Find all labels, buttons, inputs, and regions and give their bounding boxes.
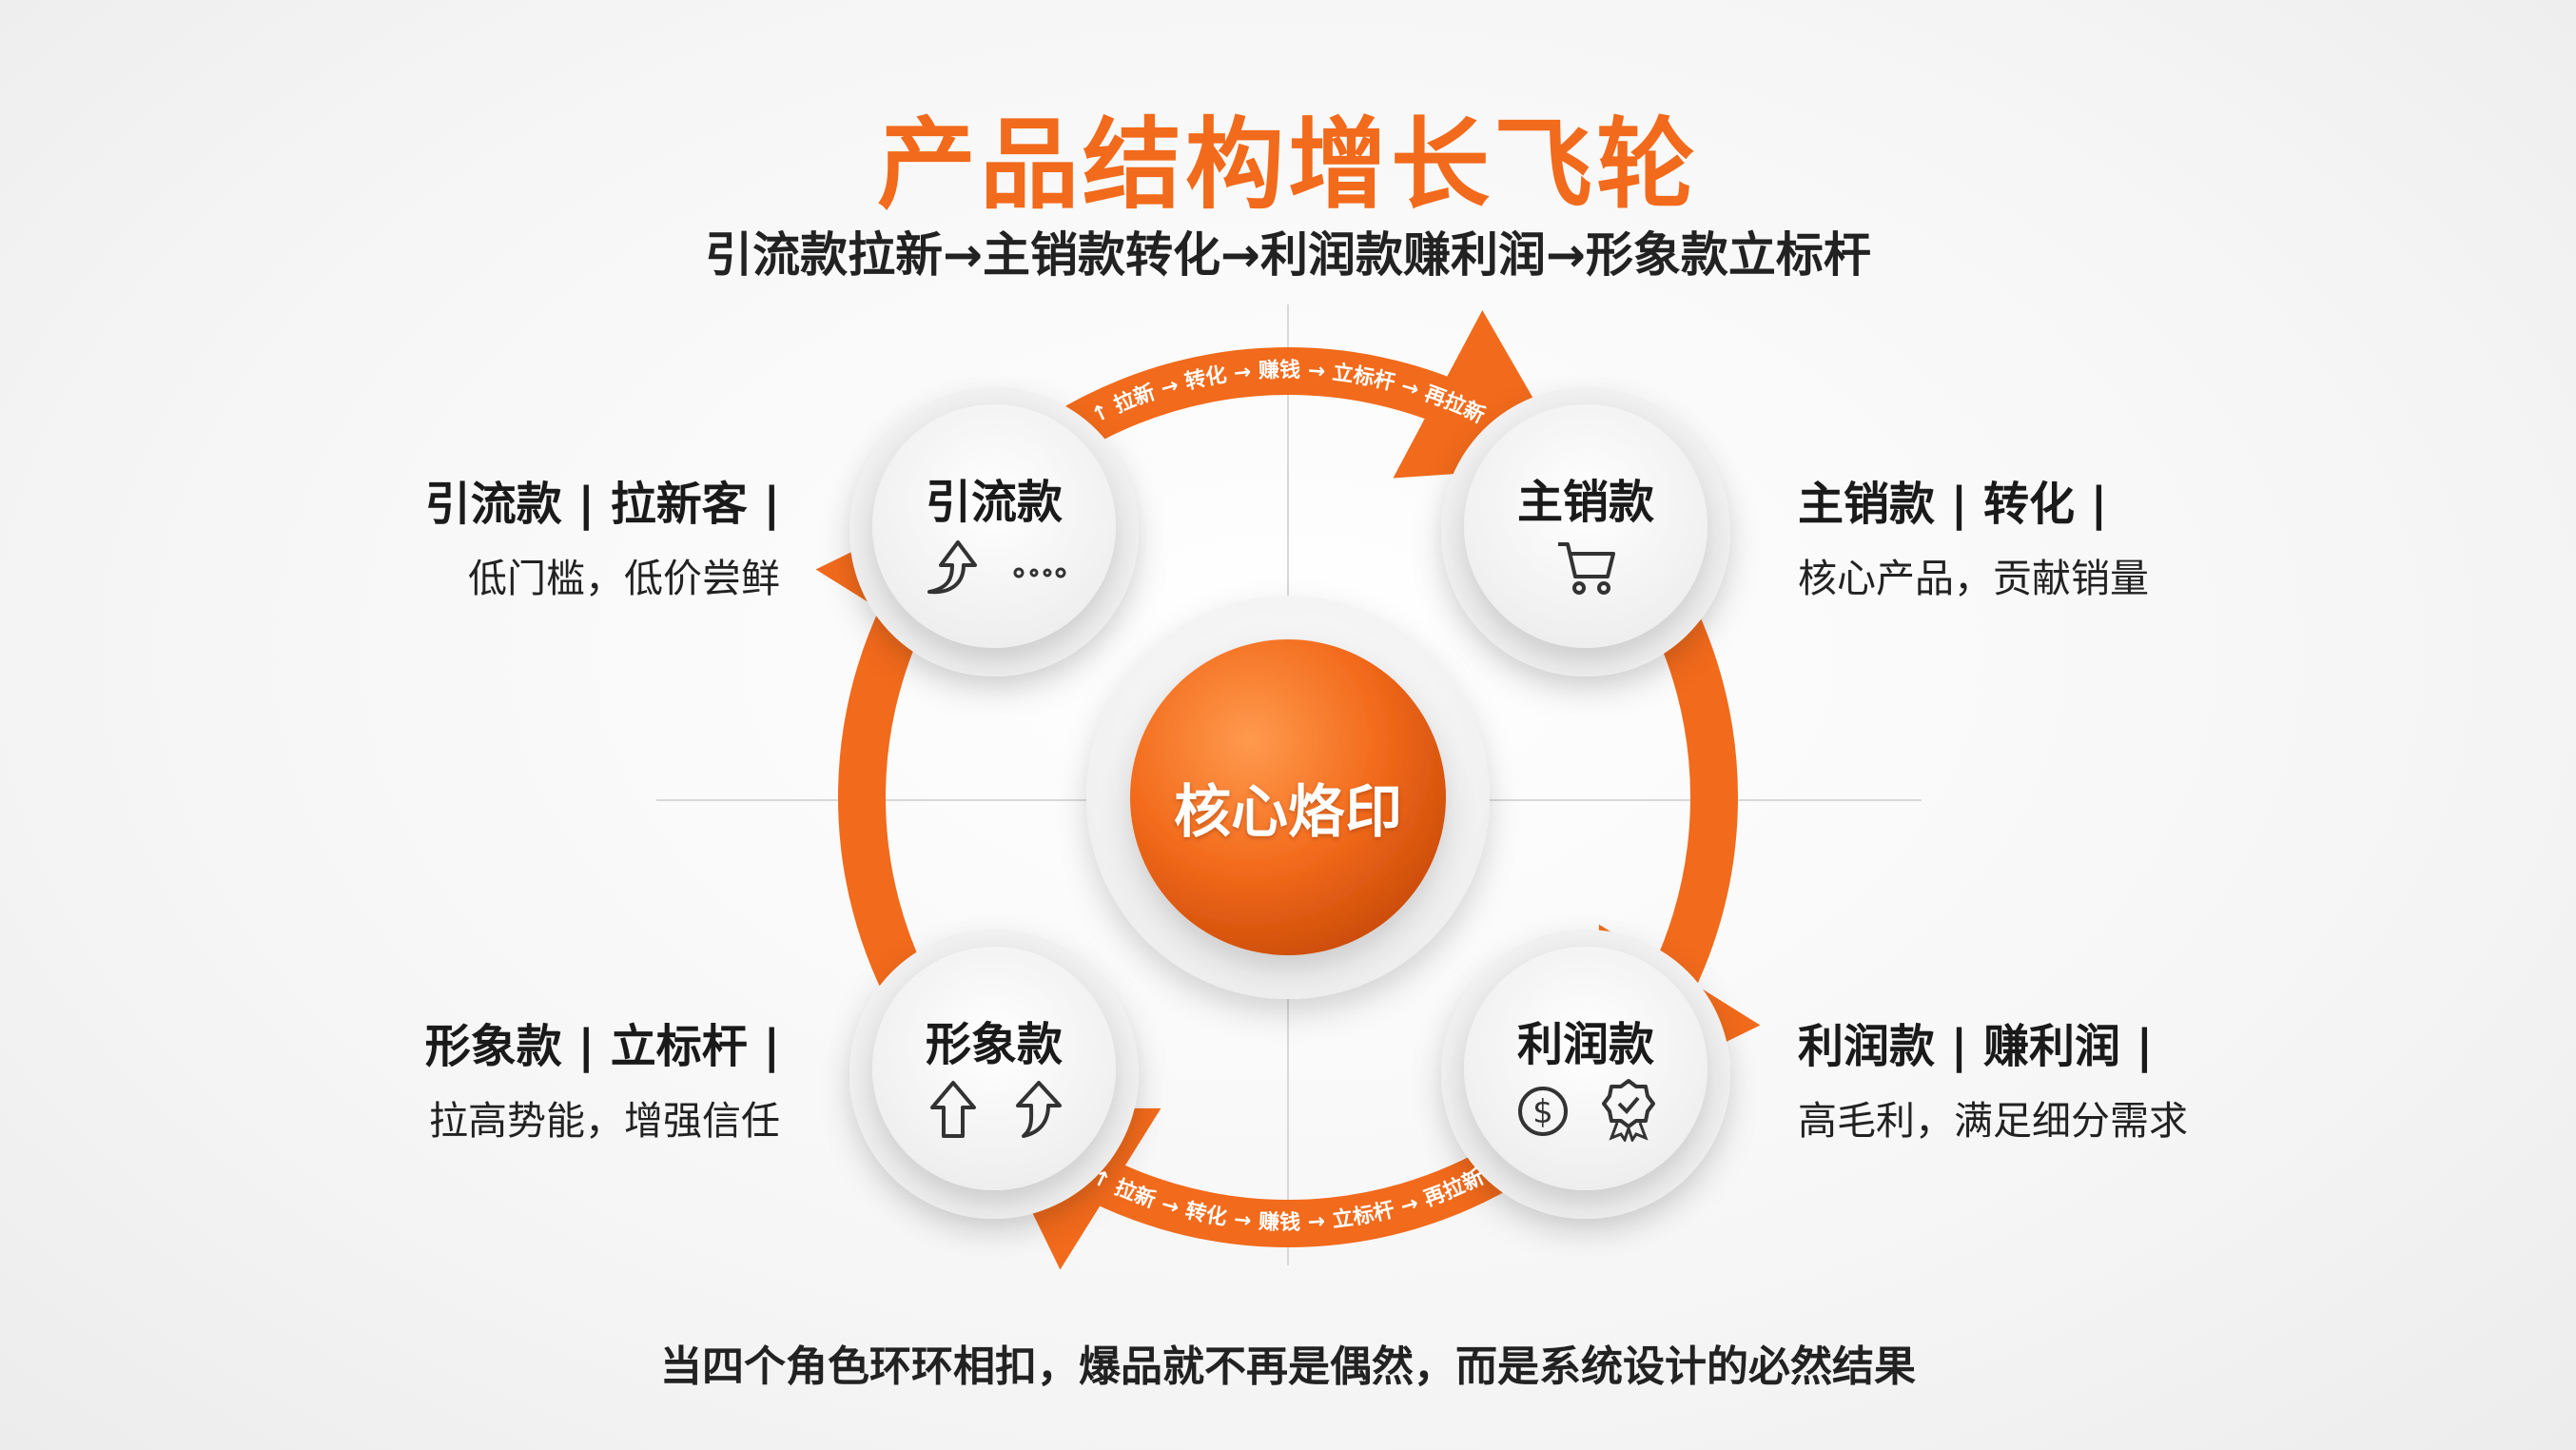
node-label-traffic: 引流款 [925, 476, 1063, 529]
desc-text: 低门槛，低价尝鲜 [468, 556, 780, 601]
desc-text: 核心产品，贡献销量 [1798, 556, 2149, 601]
up-arrow-icon [1016, 1081, 1062, 1138]
flow-arrow-bottom [981, 1107, 1527, 1270]
desc-text: 高毛利，满足细分需求 [1798, 1098, 2188, 1144]
bottom-caption: 当四个角色环环相扣，爆品就不再是偶然，而是系统设计的必然结果 [660, 1342, 1916, 1391]
core-label: 核心烙印 [1174, 779, 1402, 846]
award-badge-icon [1602, 1079, 1655, 1142]
desc-heading: 引流款 | 拉新客 | [424, 478, 780, 531]
desc-heading: 主销款 | 转化 | [1798, 478, 2108, 531]
node-traffic [849, 387, 1139, 676]
page-subtitle: 引流款拉新→主销款转化→利润款赚利润→形象款立标杆 [705, 227, 1871, 283]
desc-traffic: 引流款 | 拉新客 | 低门槛，低价尝鲜 [171, 466, 780, 603]
up-arrow-icon [930, 1081, 976, 1138]
node-main [1441, 387, 1730, 676]
desc-heading: 形象款 | 立标杆 | [424, 1020, 780, 1073]
svg-text:$: $ [1532, 1093, 1553, 1131]
desc-heading: 利润款 | 赚利润 | [1798, 1020, 2154, 1073]
node-label-main: 主销款 [1516, 476, 1654, 529]
curved-up-arrow-icon [927, 540, 977, 595]
desc-image: 形象款 | 立标杆 | 拉高势能，增强信任 [171, 1009, 780, 1146]
dots-icon [1013, 567, 1066, 578]
dollar-coin-icon: $ [1518, 1087, 1568, 1136]
shopping-cart-icon [1558, 542, 1615, 595]
desc-profit: 利润款 | 赚利润 | 高毛利，满足细分需求 [1798, 1009, 2407, 1146]
node-label-image: 形象款 [925, 1018, 1063, 1071]
core-ball [1130, 639, 1446, 955]
node-image [849, 930, 1139, 1219]
node-label-profit: 利润款 [1516, 1018, 1654, 1071]
page-title: 产品结构增长飞轮 [876, 107, 1699, 223]
node-profit [1441, 930, 1730, 1219]
desc-main: 主销款 | 转化 | 核心产品，贡献销量 [1798, 466, 2407, 603]
desc-text: 拉高势能，增强信任 [429, 1098, 780, 1144]
